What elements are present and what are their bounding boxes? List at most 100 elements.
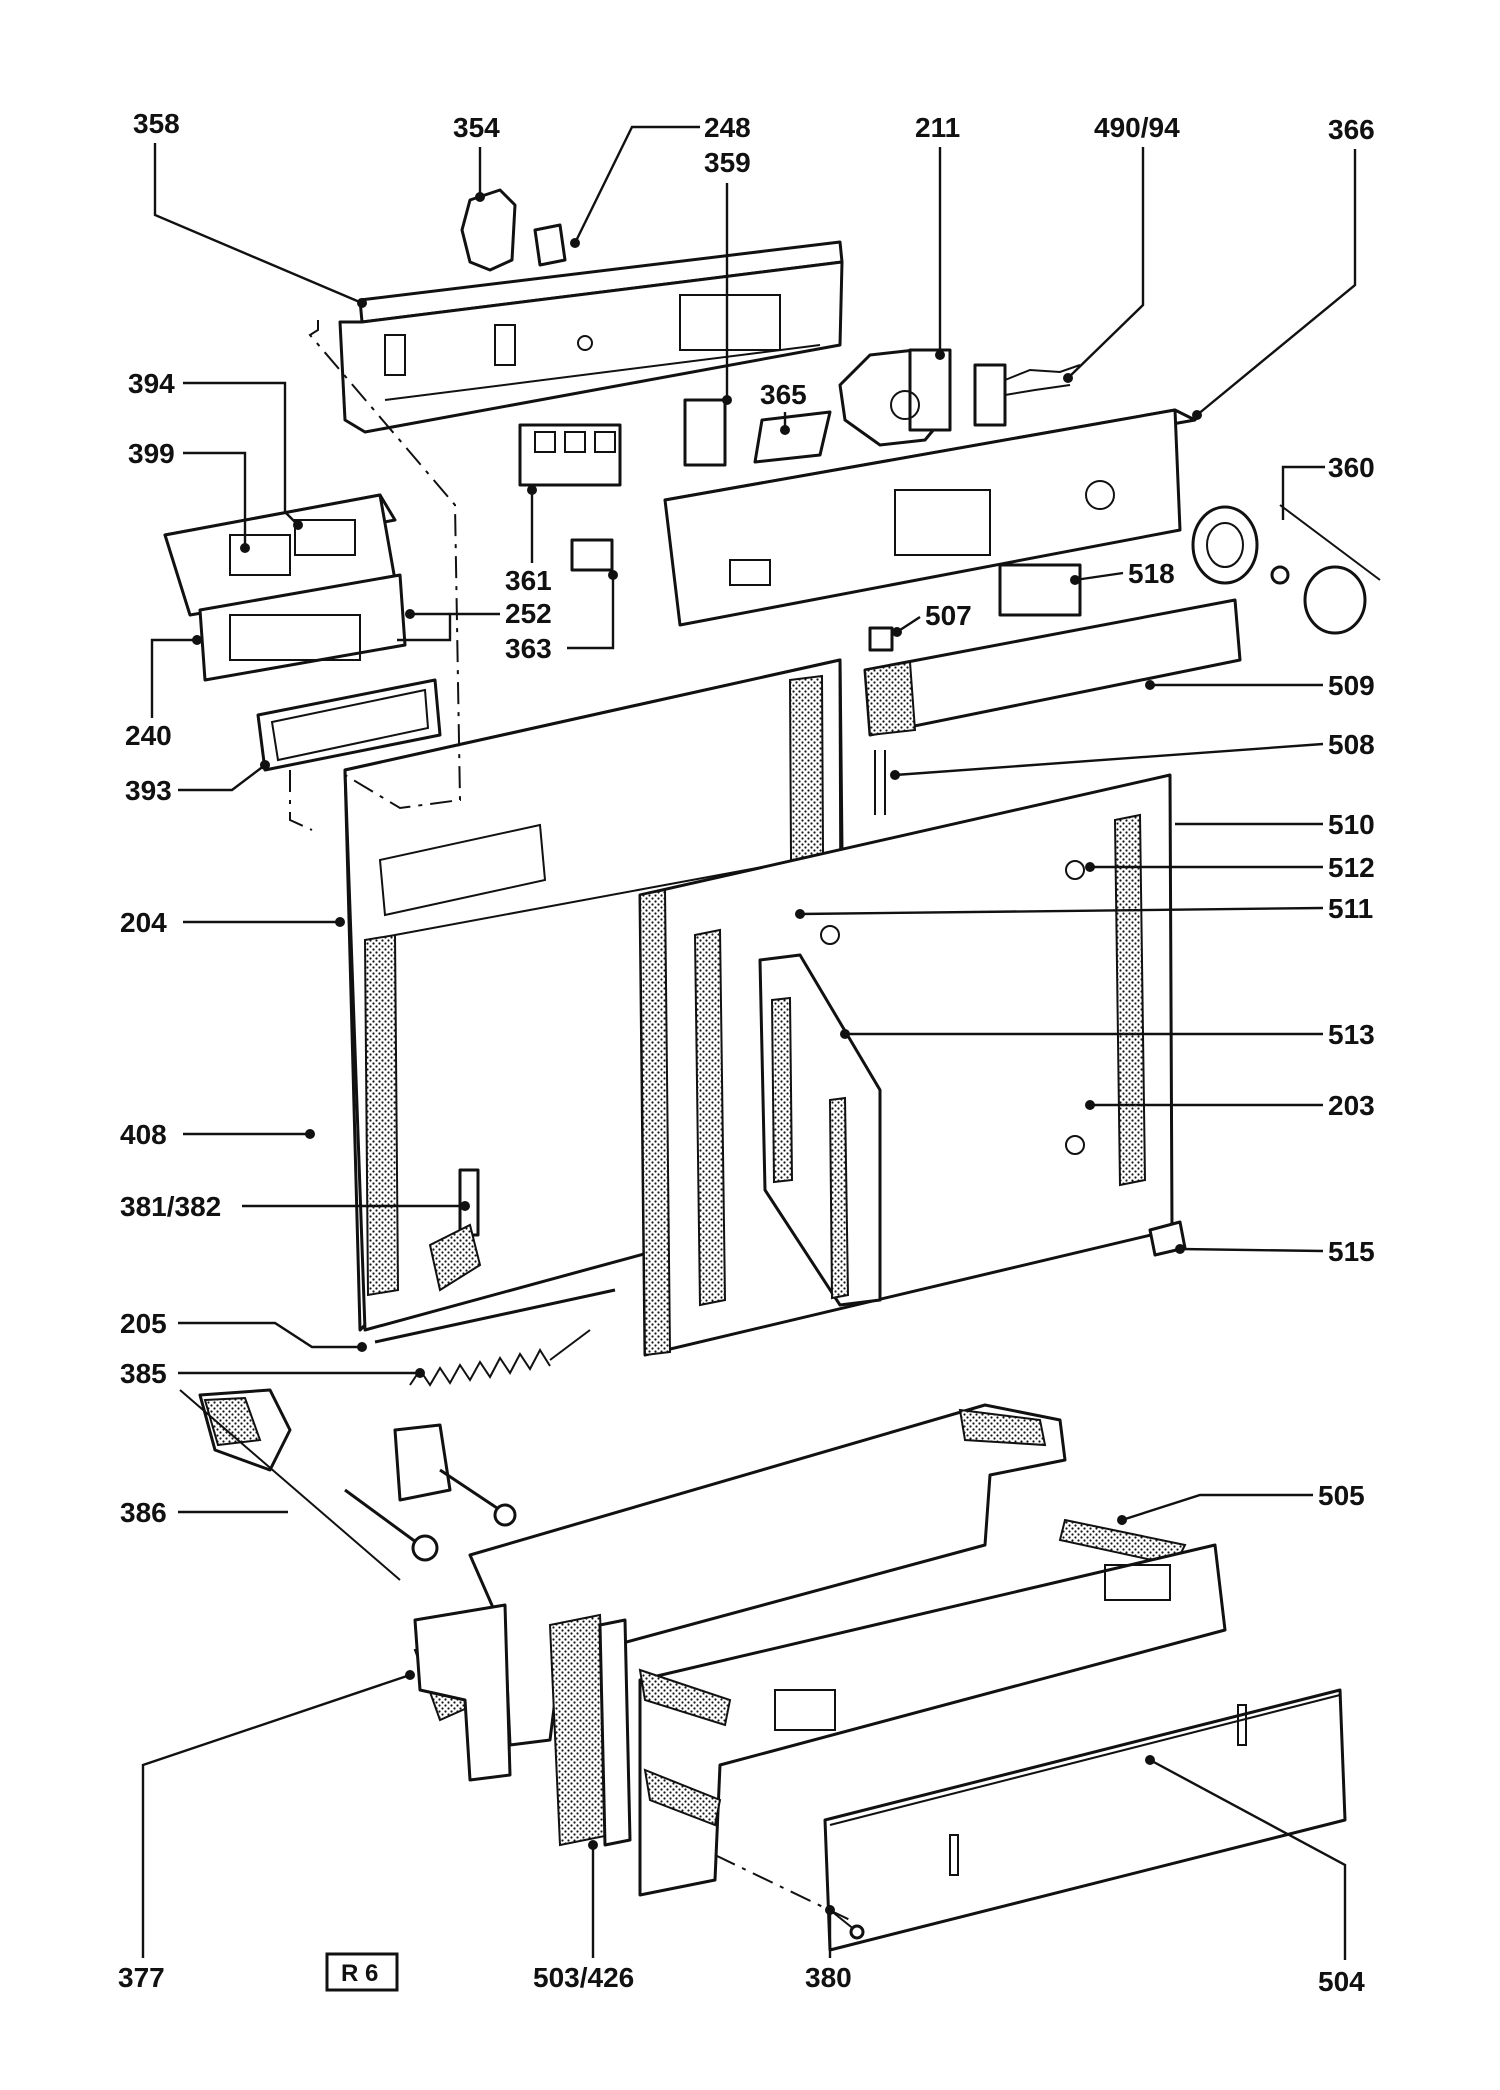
side-profile-part — [548, 1613, 632, 1847]
switch-block-part — [518, 423, 622, 572]
leader-dot — [840, 1029, 850, 1039]
callout-label-512: 512 — [1328, 852, 1375, 883]
leader-dot — [1145, 680, 1155, 690]
leader-dot — [293, 520, 303, 530]
leader-line — [397, 612, 500, 642]
timer-motor-part — [838, 348, 1081, 447]
callout-label-504: 504 — [1318, 1966, 1365, 1997]
hinge-frame-part — [758, 953, 882, 1307]
alignment-line — [714, 1854, 851, 1921]
callout-label-399: 399 — [128, 438, 175, 469]
leader-dot — [415, 1368, 425, 1378]
callout-label-509: 509 — [1328, 670, 1375, 701]
rod-part — [374, 1288, 616, 1344]
leader-line — [573, 125, 700, 244]
leader-dot — [1175, 1244, 1185, 1254]
leader-dot — [305, 1129, 315, 1139]
callout-label-393: 393 — [125, 775, 172, 806]
leader-dot — [357, 1342, 367, 1352]
leader-dot — [1063, 373, 1073, 383]
callout-label-386: 386 — [120, 1497, 167, 1528]
callout-label-394: 394 — [128, 368, 175, 399]
leader-line — [1149, 1758, 1347, 1960]
callout-label-248: 248 — [704, 112, 751, 143]
leader-dot — [260, 760, 270, 770]
leader-line — [178, 1321, 362, 1349]
callout-label-358: 358 — [133, 108, 180, 139]
leader-dot — [570, 238, 580, 248]
latch-part — [428, 1168, 482, 1292]
callout-label-503-426: 503/426 — [533, 1962, 634, 1993]
callout-label-361: 361 — [505, 565, 552, 596]
leader-dot — [240, 543, 250, 553]
leader-dot — [608, 570, 618, 580]
callout-label-204: 204 — [120, 907, 167, 938]
callout-label-508: 508 — [1328, 729, 1375, 760]
knob-part — [1191, 504, 1381, 635]
leader-line — [1074, 571, 1124, 582]
leader-line — [178, 764, 266, 792]
leader-line — [153, 143, 363, 305]
callout-label-363: 363 — [505, 633, 552, 664]
callout-label-505: 505 — [1318, 1480, 1365, 1511]
page-badge: R 6 — [341, 1960, 378, 1987]
bracket-part — [683, 398, 832, 467]
callout-label-359: 359 — [704, 147, 751, 178]
leader-line — [1067, 147, 1145, 379]
callout-label-211: 211 — [915, 112, 960, 143]
callout-label-240: 240 — [125, 720, 172, 751]
top-strip-part — [863, 598, 1242, 815]
leader-dot — [935, 350, 945, 360]
clip-part — [460, 188, 567, 272]
leader-dot — [1145, 1755, 1155, 1765]
leader-line — [1281, 465, 1325, 520]
callout-label-205: 205 — [120, 1308, 167, 1339]
leader-dot — [1192, 410, 1202, 420]
leader-dot — [890, 770, 900, 780]
page-badge-box — [325, 1952, 399, 1992]
plinth-frame-part — [413, 1403, 1067, 1782]
leader-dot — [405, 1670, 415, 1680]
alignment-line — [289, 770, 313, 831]
callout-label-515: 515 — [1328, 1236, 1375, 1267]
leader-dot — [357, 298, 367, 308]
fascia-panel-part — [663, 408, 1197, 627]
dispenser-part — [163, 493, 407, 682]
outer-door-panel-part — [638, 773, 1174, 1357]
gasket-part — [256, 678, 442, 772]
callout-label-507: 507 — [925, 600, 972, 631]
spring-part — [409, 1329, 591, 1387]
top-rail-part — [338, 240, 844, 434]
leader-dot — [335, 917, 345, 927]
hinge-mechanism-part — [179, 1388, 517, 1581]
leader-line — [1196, 149, 1357, 416]
callout-label-360: 360 — [1328, 452, 1375, 483]
leader-dot — [405, 609, 415, 619]
leader-line — [183, 451, 247, 548]
callout-label-518: 518 — [1128, 558, 1175, 589]
leader-line — [799, 906, 1324, 916]
leader-line — [141, 1673, 411, 1958]
callout-label-203: 203 — [1328, 1090, 1375, 1121]
leader-dot — [460, 1201, 470, 1211]
alignment-line — [308, 320, 462, 810]
leader-dot — [1085, 1100, 1095, 1110]
leader-line — [1121, 1493, 1313, 1522]
callout-label-490-94: 490/94 — [1094, 112, 1180, 143]
leader-dot — [192, 635, 202, 645]
callout-label-354: 354 — [453, 112, 500, 143]
callout-label-511: 511 — [1328, 893, 1373, 924]
leader-dot — [795, 909, 805, 919]
callout-label-381-382: 381/382 — [120, 1191, 221, 1222]
callout-label-408: 408 — [120, 1119, 167, 1150]
leader-dot — [1070, 575, 1080, 585]
kick-plate-part — [823, 1688, 1347, 1952]
leader-dot — [1085, 862, 1095, 872]
leader-dot — [588, 1840, 598, 1850]
leader-line — [1179, 1247, 1324, 1253]
leader-line — [183, 381, 299, 526]
leader-dot — [475, 192, 485, 202]
callout-label-385: 385 — [120, 1358, 167, 1389]
plinth-rail-part — [638, 1518, 1227, 1897]
